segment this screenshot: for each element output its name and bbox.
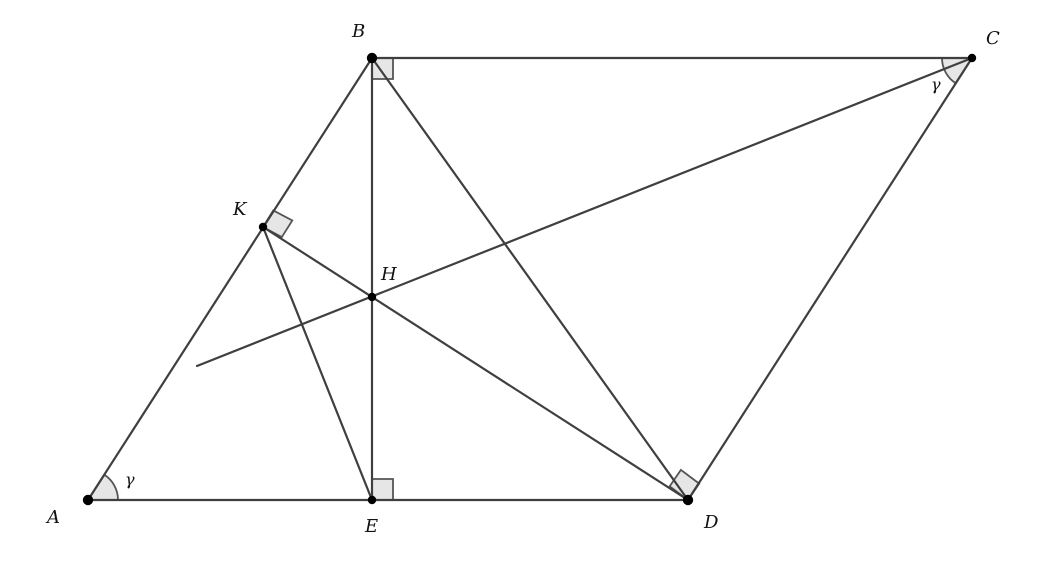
- label-H: H: [380, 264, 397, 285]
- label-K: K: [232, 199, 248, 220]
- label-D: D: [703, 512, 719, 533]
- segment-CD: [686, 56, 974, 502]
- label-C: C: [986, 28, 1000, 49]
- label-A: A: [45, 507, 60, 528]
- segment-KD: [261, 225, 690, 502]
- segment-AB: [86, 56, 374, 502]
- point-K: [258, 222, 268, 232]
- point-H: [367, 292, 377, 302]
- point-D: [682, 494, 694, 506]
- angle-label-C: γ: [931, 75, 941, 94]
- right-angle-mark-E: [371, 478, 394, 501]
- segment-KE: [261, 225, 374, 502]
- angle-label-A: γ: [125, 470, 135, 489]
- point-A: [82, 494, 94, 506]
- segment-BD: [370, 56, 690, 502]
- point-C: [967, 53, 977, 63]
- label-B: B: [351, 21, 365, 42]
- segment-C-through-H: [195, 56, 974, 368]
- right-angle-mark-K: [261, 209, 294, 239]
- label-E: E: [364, 516, 378, 537]
- point-E: [367, 495, 377, 505]
- point-B: [366, 52, 378, 64]
